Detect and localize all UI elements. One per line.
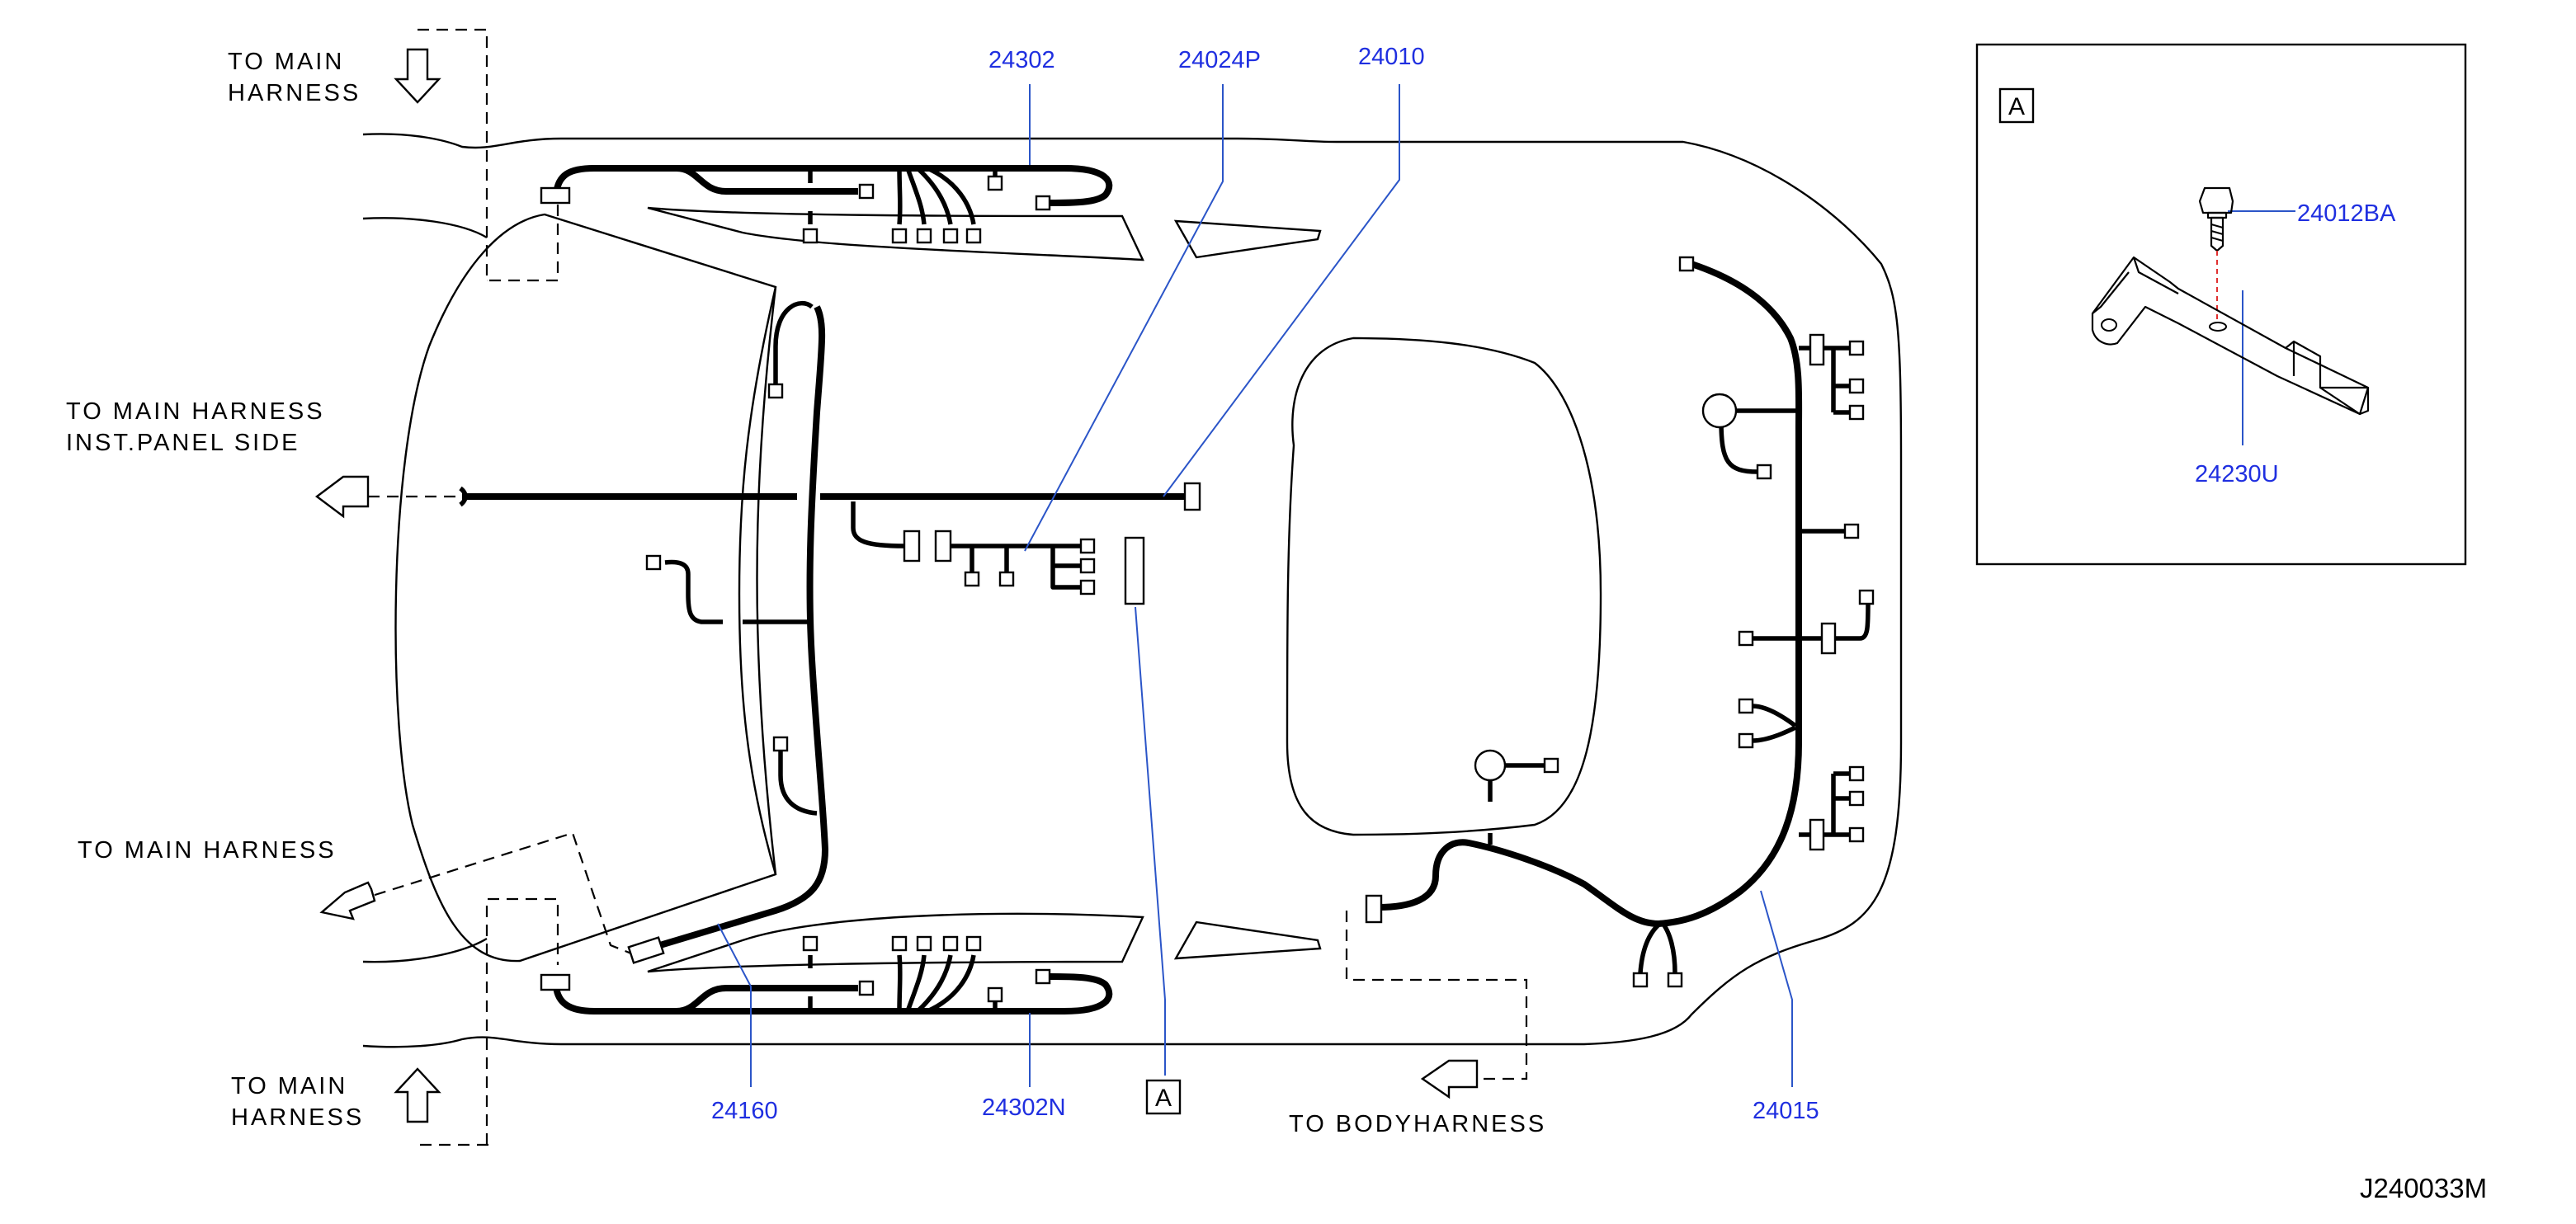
routing-dashed-guides [330, 28, 1528, 1146]
connector [1667, 972, 1683, 988]
part-label-24302n: 24302N [982, 1095, 1066, 1121]
to-main-harness-top-line1: TO MAIN [228, 49, 344, 75]
connector [1183, 482, 1201, 511]
arrow-left-icon [315, 475, 370, 519]
connector [942, 935, 959, 952]
connector [1738, 630, 1754, 647]
part-label-24012ba: 24012BA [2297, 200, 2396, 227]
connector [987, 986, 1003, 1003]
connector [1738, 732, 1754, 749]
part-label-24015: 24015 [1753, 1098, 1819, 1124]
connector [1848, 378, 1865, 394]
connector [1079, 538, 1096, 554]
connector [540, 973, 571, 991]
connector [1543, 757, 1559, 774]
to-main-harness-top-line2: HARNESS [228, 80, 361, 106]
part-label-24160: 24160 [711, 1098, 778, 1124]
connector [891, 935, 908, 952]
connector [1848, 404, 1865, 421]
connector [987, 175, 1003, 191]
callout-marker-a: A [1145, 1079, 1182, 1115]
connector [645, 554, 662, 571]
part-label-24010: 24010 [1358, 44, 1425, 70]
connector [1632, 972, 1649, 988]
connector [1756, 464, 1772, 480]
detail-inset-a: A [1975, 43, 2467, 566]
connector [891, 228, 908, 244]
svg-text:A: A [1155, 1085, 1172, 1112]
arrow-left-lower-icon [319, 881, 376, 920]
connector [1848, 790, 1865, 807]
to-body-harness: TO BODYHARNESS [1289, 1111, 1546, 1137]
connector [1124, 536, 1145, 605]
connector [916, 228, 932, 244]
connector [916, 935, 932, 952]
connector [1809, 818, 1825, 851]
diagram-code: J240033M [2360, 1173, 2487, 1203]
connector [1820, 622, 1837, 655]
harness-direction-arrows [315, 48, 1479, 1123]
bolt-icon [2198, 186, 2234, 323]
front-lower-harness [553, 954, 1113, 1015]
connector [1035, 195, 1051, 211]
grommet [1474, 749, 1507, 782]
arrow-down-icon [394, 48, 441, 104]
connector [964, 571, 980, 587]
connector [1843, 523, 1860, 539]
bracket-icon [2091, 256, 2370, 416]
to-main-harness-bottom-line2: HARNESS [231, 1104, 364, 1131]
connector [965, 935, 982, 952]
connector [767, 383, 784, 399]
main-harness-wires [459, 301, 1195, 949]
part-label-24024p: 24024P [1178, 47, 1261, 73]
part-number-labels: 24302 24024P 24010 24160 24302N 24015 24… [711, 44, 2396, 1124]
connector [1848, 826, 1865, 843]
connector [903, 530, 921, 563]
part-label-24302: 24302 [988, 47, 1055, 73]
connector [1848, 340, 1865, 356]
part-label-24230u: 24230U [2195, 461, 2279, 487]
connector [858, 980, 875, 996]
inset-marker: A [2008, 93, 2025, 120]
connector [1848, 765, 1865, 782]
connector [1678, 256, 1695, 272]
connector [1079, 579, 1096, 596]
connector [540, 186, 571, 205]
grommet [1701, 393, 1738, 429]
connector [1079, 558, 1096, 574]
connector [942, 228, 959, 244]
connector [627, 936, 665, 964]
to-main-harness-bottom-line1: TO MAIN [231, 1073, 347, 1099]
connector [934, 530, 952, 563]
connector [965, 228, 982, 244]
to-main-harness-inst-line1: TO MAIN HARNESS [66, 398, 325, 425]
connector [1035, 968, 1051, 985]
arrow-left-body-icon [1420, 1059, 1479, 1099]
harness-routing-labels: TO MAIN HARNESS TO MAIN HARNESS INST.PAN… [66, 49, 1546, 1137]
connector [1858, 589, 1875, 605]
to-main-harness-left: TO MAIN HARNESS [78, 837, 337, 864]
connector [998, 571, 1015, 587]
connector [1365, 894, 1383, 924]
connector [802, 935, 819, 952]
connectors [540, 175, 1875, 1003]
connector [802, 228, 819, 244]
front-upper-harness [553, 165, 1113, 225]
vehicle-body-outline [362, 133, 1903, 1048]
arrow-up-icon [394, 1067, 441, 1123]
connector [858, 183, 875, 200]
part-leader-lines [717, 84, 2295, 1087]
to-main-harness-inst-line2: INST.PANEL SIDE [66, 430, 300, 456]
connector [1809, 333, 1825, 366]
connector [772, 736, 789, 752]
connector [1738, 698, 1754, 714]
rear-harness [1377, 261, 1871, 974]
